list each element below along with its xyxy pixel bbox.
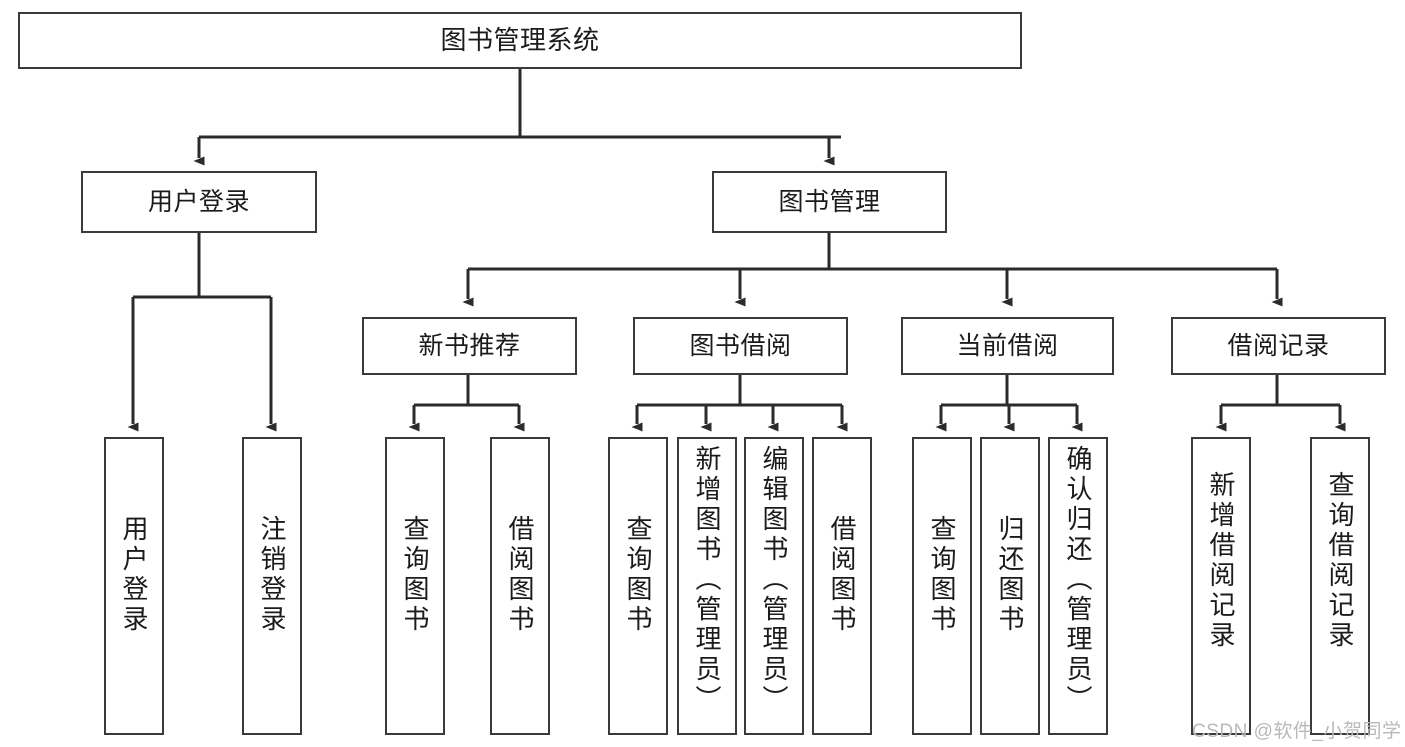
- leaf-current-query-book[interactable]: 查询图书: [912, 437, 972, 735]
- node-label: 查询图书: [400, 515, 430, 635]
- node-book-borrow[interactable]: 图书借阅: [633, 317, 848, 375]
- node-label: 用户登录: [119, 515, 149, 635]
- node-label: 确认归还（管理员）: [1063, 445, 1093, 715]
- node-label: 图书管理: [778, 188, 881, 216]
- node-label: 用户登录: [147, 188, 250, 216]
- node-label: 图书借阅: [689, 332, 792, 360]
- leaf-user-login-logout[interactable]: 注销登录: [242, 437, 302, 735]
- leaf-record-add-record[interactable]: 新增借阅记录: [1191, 437, 1251, 735]
- csdn-watermark: CSDN @软件_小贺同学: [1192, 721, 1402, 742]
- node-label: 新书推荐: [418, 332, 521, 360]
- node-borrow-record[interactable]: 借阅记录: [1171, 317, 1386, 375]
- node-label: 编辑图书（管理员）: [759, 445, 789, 715]
- leaf-record-query-record[interactable]: 查询借阅记录: [1310, 437, 1370, 735]
- node-label: 注销登录: [257, 515, 287, 635]
- node-label: 图书管理系统: [440, 24, 600, 55]
- node-label: 借阅图书: [505, 515, 535, 635]
- node-current-borrow[interactable]: 当前借阅: [901, 317, 1114, 375]
- node-label: 当前借阅: [956, 332, 1059, 360]
- node-label: 借阅图书: [827, 515, 857, 635]
- node-label: 借阅记录: [1227, 332, 1330, 360]
- leaf-borrow-borrow-book[interactable]: 借阅图书: [812, 437, 872, 735]
- node-label: 新增借阅记录: [1206, 471, 1236, 651]
- leaf-current-return-book[interactable]: 归还图书: [980, 437, 1040, 735]
- leaf-borrow-add-book-admin[interactable]: 新增图书（管理员）: [677, 437, 737, 735]
- leaf-user-login-login[interactable]: 用户登录: [104, 437, 164, 735]
- leaf-borrow-edit-book-admin[interactable]: 编辑图书（管理员）: [744, 437, 804, 735]
- node-book-management[interactable]: 图书管理: [712, 171, 947, 233]
- node-label: 归还图书: [995, 515, 1025, 635]
- node-label: 查询借阅记录: [1325, 471, 1355, 651]
- node-new-book-recommend[interactable]: 新书推荐: [362, 317, 577, 375]
- leaf-recommend-query-book[interactable]: 查询图书: [385, 437, 445, 735]
- node-label: 查询图书: [623, 515, 653, 635]
- node-label: 新增图书（管理员）: [692, 445, 722, 715]
- leaf-current-confirm-return-admin[interactable]: 确认归还（管理员）: [1048, 437, 1108, 735]
- node-root-system[interactable]: 图书管理系统: [18, 12, 1022, 69]
- node-label: 查询图书: [927, 515, 957, 635]
- leaf-recommend-borrow-book[interactable]: 借阅图书: [490, 437, 550, 735]
- leaf-borrow-query-book[interactable]: 查询图书: [608, 437, 668, 735]
- node-user-login[interactable]: 用户登录: [81, 171, 317, 233]
